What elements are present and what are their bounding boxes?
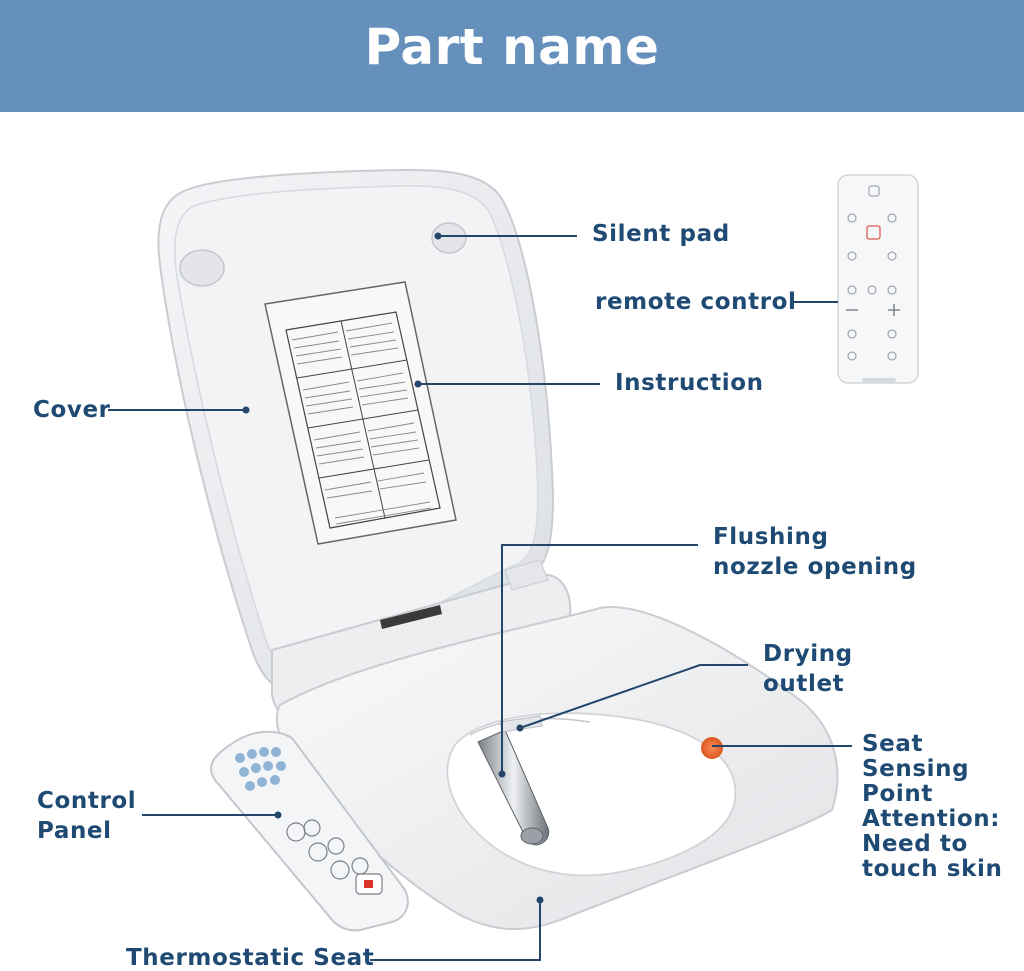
remote-control [837, 174, 919, 384]
control-panel [210, 730, 409, 932]
label-flushing-nozzle: Flushing nozzle opening [713, 522, 917, 582]
label-remote-control: remote control [595, 289, 797, 315]
leader-lines [108, 235, 852, 961]
label-drying-outlet: Drying outlet [763, 639, 853, 699]
leader-dots [242, 232, 544, 904]
label-seat-sensing-line1: Seat [862, 731, 924, 757]
label-drying-outlet-line1: Drying [763, 641, 853, 667]
label-control-panel-line2: Panel [37, 818, 112, 844]
silent-pad-left [179, 249, 225, 287]
label-flushing-nozzle-line1: Flushing [713, 524, 829, 550]
seat-sensing-point [701, 737, 723, 759]
label-seat-sensing-line2: Sensing [862, 756, 970, 782]
label-seat-sensing: Seat Sensing Point Attention: Need to to… [862, 732, 1002, 882]
seat-ring [275, 606, 839, 930]
label-cover: Cover [33, 397, 111, 423]
label-seat-sensing-line6: touch skin [862, 856, 1003, 882]
label-thermostatic-seat: Thermostatic Seat [126, 945, 375, 971]
label-flushing-nozzle-line2: nozzle opening [713, 554, 917, 580]
label-control-panel-line1: Control [37, 788, 137, 814]
label-drying-outlet-line2: outlet [763, 671, 845, 697]
label-instruction: Instruction [615, 370, 764, 396]
label-seat-sensing-line3: Point [862, 781, 933, 807]
label-control-panel: Control Panel [37, 786, 136, 846]
label-seat-sensing-line5: Need to [862, 831, 968, 857]
label-seat-sensing-line4: Attention: [862, 806, 1001, 832]
header-banner: Part name [0, 0, 1024, 112]
label-silent-pad: Silent pad [592, 221, 730, 247]
silent-pad-right [431, 222, 467, 254]
instruction-sticker [264, 281, 457, 545]
page-title: Part name [364, 18, 660, 76]
